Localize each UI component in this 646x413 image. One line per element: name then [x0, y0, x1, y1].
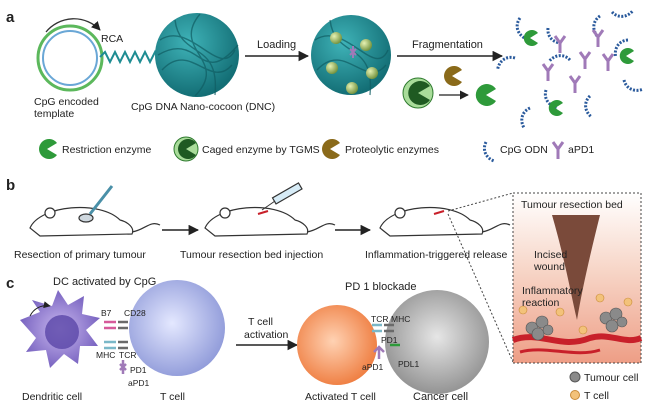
cancer-cell-shape — [385, 290, 489, 394]
tumour-cell-legend-label: Tumour cell — [584, 372, 638, 384]
apd1-fragment — [541, 63, 555, 81]
enzyme-fragment — [523, 29, 538, 46]
zoom-line-top — [447, 192, 514, 212]
apd1-fragment — [601, 53, 615, 71]
b7-label: B7 — [101, 308, 112, 318]
cancer-label: Cancer cell — [413, 391, 468, 403]
inset-inflam-2: reaction — [522, 297, 560, 309]
panel-b-letter: b — [6, 177, 15, 194]
dendritic-label: Dendritic cell — [22, 391, 82, 403]
legend-apd1-label: aPD1 — [568, 144, 594, 156]
pd1-title: PD 1 blockade — [345, 281, 417, 293]
activation-label-2: activation — [244, 329, 289, 341]
caged-enzyme-icon — [402, 77, 434, 109]
legend-restriction-label: Restriction enzyme — [62, 144, 151, 156]
cd28-label: CD28 — [124, 308, 146, 318]
zoom-line-bottom — [447, 213, 514, 363]
dnc-nanococoon — [155, 13, 239, 97]
t-cell-legend-label: T cell — [584, 390, 609, 402]
dendritic-cell-shape — [20, 290, 100, 368]
cpg-fragment — [496, 55, 516, 70]
t-cell-shape — [129, 280, 225, 376]
mhc-label: MHC — [96, 350, 115, 360]
activated-label: Activated T cell — [305, 391, 376, 403]
apd1b-label: aPD1 — [362, 362, 384, 372]
apd1-fragment — [578, 51, 592, 69]
inset-inflam-1: Inflammatory — [522, 285, 583, 297]
template-label-2: template — [34, 108, 74, 120]
mouse-injection — [204, 182, 336, 237]
panel-a-letter: a — [6, 9, 15, 26]
mouse-resection — [29, 185, 161, 237]
apd1-label: aPD1 — [128, 378, 150, 388]
apd1-fragment — [553, 35, 567, 53]
restriction-enzyme-icon — [475, 84, 496, 107]
fragment-cloud — [496, 9, 643, 129]
legend-caged — [173, 136, 199, 162]
step2-label: Tumour resection bed injection — [180, 249, 323, 261]
cpg-fragment — [520, 106, 531, 129]
cpg-fragment — [584, 94, 593, 118]
cpg-template-icon — [36, 18, 104, 92]
rca-strand — [99, 49, 161, 65]
tcr2-label: TCR — [371, 314, 388, 324]
mhc2-label: MHC — [391, 314, 410, 324]
cpg-fragment — [515, 17, 526, 40]
cpg-fragment — [622, 79, 643, 92]
dc-title: DC activated by CpG — [53, 276, 156, 288]
step3-label: Inflammation-triggered release — [365, 249, 508, 261]
rca-label: RCA — [101, 33, 123, 45]
pd1-label: PD1 — [130, 365, 147, 375]
tcr-label: TCR — [119, 350, 136, 360]
panel-c-letter: c — [6, 275, 14, 292]
legend-proteolytic — [322, 139, 340, 160]
cpg-fragment — [548, 54, 572, 63]
activated-tcell-shape — [297, 305, 377, 385]
pd1-receptors — [372, 323, 400, 359]
activation-label-1: T cell — [248, 316, 273, 328]
dnc-label: CpG DNA Nano-cocoon (DNC) — [131, 101, 275, 113]
loading-label: Loading — [257, 39, 296, 51]
inset-wound-2: wound — [533, 261, 565, 273]
cpg-fragment — [610, 9, 634, 18]
inset-wound-1: Incised — [534, 249, 567, 261]
pd1b-label: PD1 — [381, 335, 398, 345]
tumour-bed-inset — [511, 192, 643, 364]
legend-apd1 — [551, 141, 565, 159]
apd1-fragment — [568, 75, 582, 93]
legend-proteolytic-label: Proteolytic enzymes — [345, 144, 439, 156]
t-cell-legend-icon — [570, 390, 580, 400]
legend-cpg — [482, 141, 495, 163]
proteolytic-enzyme-icon — [444, 66, 462, 86]
enzyme-fragment — [619, 48, 634, 65]
cpg-fragment — [592, 14, 601, 38]
pdl1-label: PDL1 — [398, 359, 420, 369]
apd1-fragment — [591, 29, 605, 47]
inset-title: Tumour resection bed — [521, 199, 623, 211]
cpg-fragment — [613, 38, 629, 57]
legend-caged-label: Caged enzyme by TGMS — [202, 144, 320, 156]
template-label-1: CpG encoded — [34, 96, 99, 108]
receptor-pairs — [104, 320, 128, 374]
loaded-dnc — [311, 15, 391, 96]
fragmentation-label: Fragmentation — [412, 39, 483, 51]
legend-restriction — [39, 139, 57, 159]
mouse-release — [379, 206, 511, 237]
enzyme-fragment — [548, 99, 563, 116]
tcell-label: T cell — [160, 391, 185, 403]
legend-cpg-label: CpG ODN — [500, 144, 548, 156]
step1-label: Resection of primary tumour — [14, 249, 146, 261]
tumour-cell-legend-icon — [569, 371, 581, 383]
